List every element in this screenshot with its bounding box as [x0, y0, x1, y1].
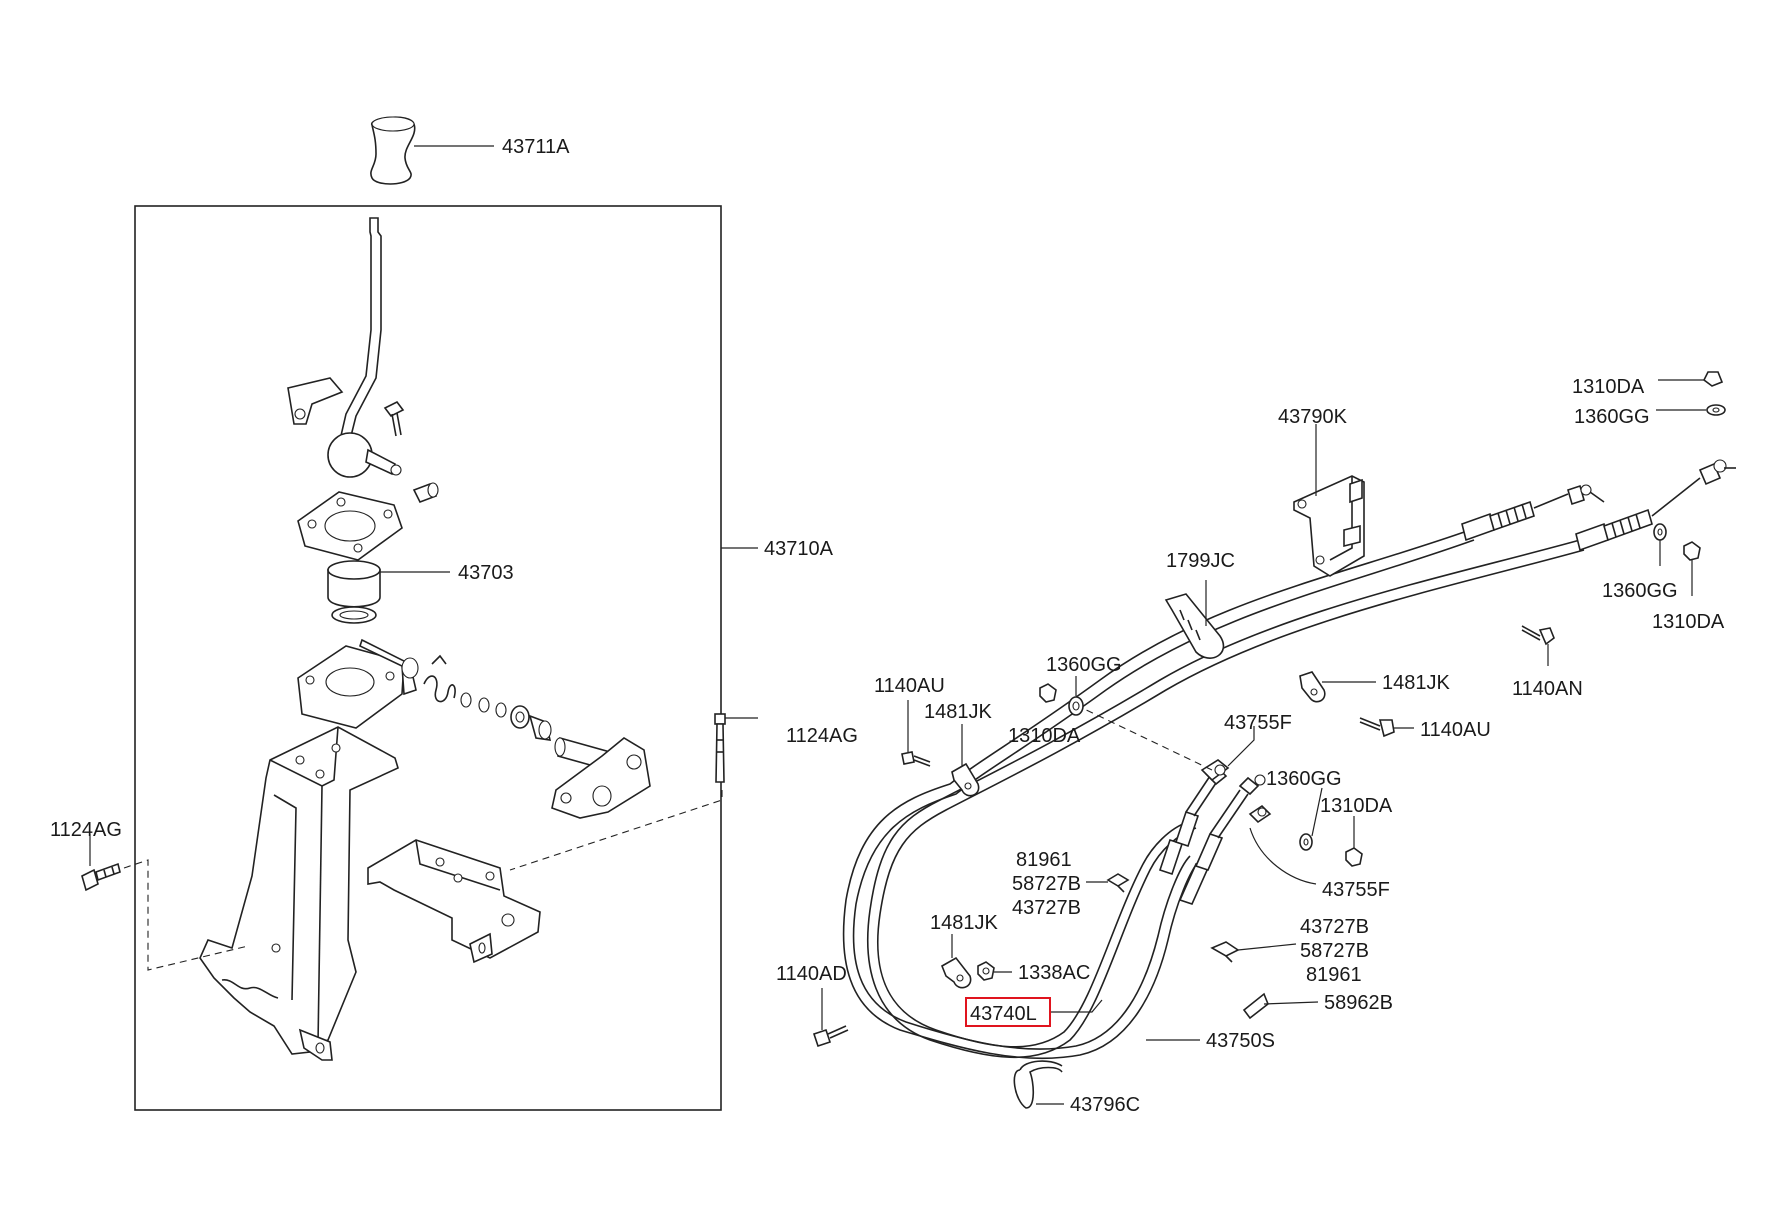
label-43750s: 43750S: [1206, 1030, 1275, 1052]
label-43796c: 43796C: [1070, 1094, 1140, 1116]
clip-1481jk-lower: [940, 956, 972, 989]
label-1338ac: 1338AC: [1018, 962, 1090, 984]
label-81961-b: 81961: [1306, 964, 1362, 986]
label-1140ad: 1140AD: [776, 963, 847, 985]
bolt-1140ad: [812, 1025, 849, 1048]
washer-1360gg-mid: [1068, 696, 1084, 716]
end-fitting-43755f-upper: [1200, 759, 1230, 782]
select-cable-43740l: [867, 539, 1585, 1059]
shift-lever: [287, 217, 402, 478]
label-1360gg-right: 1360GG: [1602, 580, 1678, 602]
label-1360gg-mid: 1360GG: [1046, 654, 1122, 676]
bolt-1140au-right: [1359, 717, 1395, 738]
bolt-left-dash: [123, 859, 249, 971]
washer-1360gg-lower: [1299, 833, 1313, 851]
cable-end-upper-left: [1461, 484, 1605, 542]
label-43790k: 43790K: [1278, 406, 1348, 428]
main-bracket: [199, 726, 399, 1061]
label-1310da-lower: 1310DA: [1320, 795, 1393, 817]
label-1140an: 1140AN: [1512, 678, 1583, 700]
shift-knob: [370, 116, 416, 185]
label-1124ag-left: 1124AG: [50, 819, 122, 841]
bolt-right-dash: [509, 790, 723, 871]
washer-1360gg-top: [1706, 404, 1726, 416]
lever-bolt: [383, 400, 405, 437]
nut-1310da-top: [1702, 371, 1724, 387]
pad-leader: [1263, 1001, 1319, 1005]
washer-1360gg-right: [1653, 523, 1667, 541]
label-43755f-lower: 43755F: [1322, 879, 1390, 901]
clip-58727b-a: [1106, 873, 1130, 893]
label-43710a: 43710A: [764, 538, 834, 560]
label-1310da-right: 1310DA: [1652, 611, 1725, 633]
label-43740l: 43740L: [970, 1003, 1037, 1025]
label-1360gg-lower: 1360GG: [1266, 768, 1342, 790]
cable-select-leader: [1050, 999, 1103, 1013]
bolt-1124ag-left: [81, 862, 121, 892]
label-58962b: 58962B: [1324, 992, 1393, 1014]
label-43727b-b: 43727B: [1300, 916, 1369, 938]
clip-58727b-b-leader: [1237, 943, 1297, 951]
label-43755f-upper: 43755F: [1224, 712, 1292, 734]
cable-end-lower: [1158, 764, 1266, 905]
end-f-lower-leader: [1249, 827, 1317, 885]
nut-1310da-lower: [1345, 847, 1363, 867]
label-1310da-top: 1310DA: [1572, 376, 1645, 398]
label-43727b-a: 43727B: [1012, 897, 1081, 919]
cable-end-upper-right: [1575, 459, 1736, 552]
washer-lower-leader: [1311, 787, 1323, 837]
label-1124ag-right: 1124AG: [786, 725, 858, 747]
label-1310da-mid: 1310DA: [1008, 725, 1081, 747]
shift-cable-43750s: [842, 529, 1475, 1060]
end-fitting-43755f-lower: [1248, 804, 1272, 824]
end-f-upper-leader: [1227, 726, 1255, 767]
label-1799jc: 1799JC: [1166, 550, 1235, 572]
assembly-frame: [134, 205, 722, 1111]
selected-part-highlight: [965, 997, 1051, 1027]
nut-1310da-mid: [1039, 683, 1057, 703]
bolt-1140an: [1521, 625, 1555, 646]
detent-spring: [423, 654, 456, 703]
label-58727b-b: 58727B: [1300, 940, 1369, 962]
lower-housing: [297, 638, 419, 729]
label-1140au-right: 1140AU: [1420, 719, 1491, 741]
nut-1310da-right: [1683, 541, 1701, 561]
bracket-43790k: [1293, 475, 1365, 577]
bolt-1124ag-right: [714, 713, 726, 783]
label-1481jk-lower: 1481JK: [930, 912, 998, 934]
label-58727b-a: 58727B: [1012, 873, 1081, 895]
nut-1338ac: [977, 961, 995, 981]
pad-58962b: [1242, 992, 1269, 1020]
end-f-upper-dash: [1077, 705, 1213, 771]
label-81961-a: 81961: [1016, 849, 1072, 871]
label-1360gg-top: 1360GG: [1574, 406, 1650, 428]
spacer-washers: [460, 692, 530, 729]
clip-58727b-b: [1210, 941, 1240, 963]
clip-1481jk-right: [1299, 671, 1326, 703]
clip-1481jk-mid: [951, 762, 980, 797]
label-1140au-left: 1140AU: [874, 675, 945, 697]
pivot-bushing: [412, 482, 439, 504]
band-1799jc: [1164, 593, 1225, 659]
label-43711a: 43711A: [502, 136, 570, 158]
grommet-43796c: [1013, 1060, 1063, 1109]
label-43703: 43703: [458, 562, 514, 584]
label-1481jk-right: 1481JK: [1382, 672, 1450, 694]
label-1481jk-mid: 1481JK: [924, 701, 992, 723]
upper-plate: [297, 491, 403, 561]
bolt-1140au-left: [901, 751, 931, 767]
bushing-43703: [327, 560, 381, 608]
select-lever: [551, 737, 651, 819]
bushing-ring: [331, 606, 377, 624]
bracket-plate: [367, 839, 541, 964]
